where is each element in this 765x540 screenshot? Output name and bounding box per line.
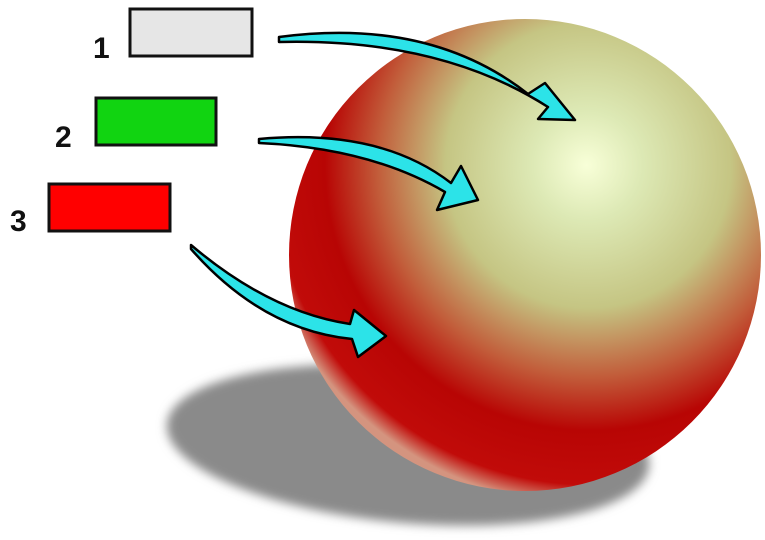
legend-swatch-3 (49, 184, 170, 231)
legend-number-3: 3 (10, 205, 27, 238)
sphere (289, 19, 761, 491)
legend-number-2: 2 (55, 121, 72, 154)
legend-number-1: 1 (93, 32, 110, 65)
legend-swatch-2 (96, 98, 216, 145)
legend-swatch-1 (130, 9, 252, 56)
